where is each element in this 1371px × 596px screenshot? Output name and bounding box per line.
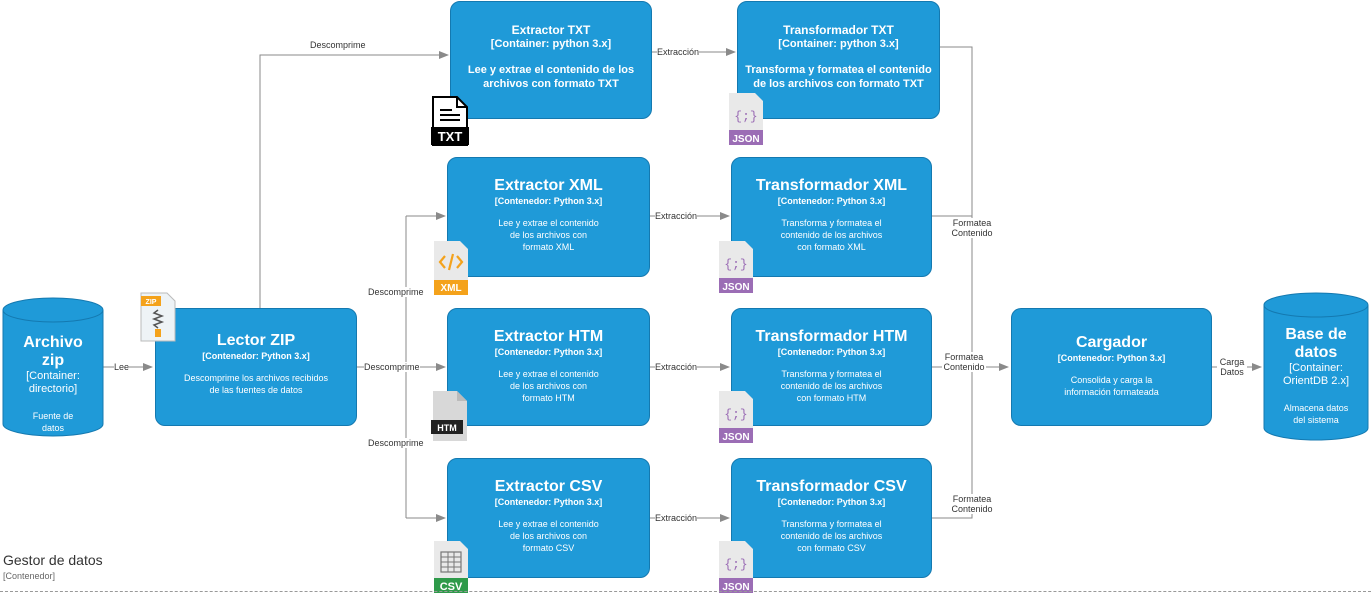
source-title: Archivo zip bbox=[23, 334, 83, 369]
label-extraccion-csv: Extracción bbox=[655, 513, 698, 523]
xml-icon-label: XML bbox=[440, 283, 461, 294]
transformador-csv-type: [Contenedor: Python 3.x] bbox=[777, 497, 886, 507]
label-carga-datos: Carga Datos bbox=[1217, 357, 1247, 377]
xml-file-icon: XML bbox=[434, 241, 468, 295]
label-formatea-csv: Formatea Contenido bbox=[950, 494, 994, 514]
label-descomprime-txt: Descomprime bbox=[310, 40, 366, 50]
lector-type: [Contenedor: Python 3.x] bbox=[202, 351, 310, 361]
extractor-csv-title: Extractor CSV bbox=[494, 478, 603, 495]
extractor-csv-container: Extractor CSV [Contenedor: Python 3.x] L… bbox=[447, 458, 650, 578]
svg-text:{;}: {;} bbox=[734, 109, 757, 124]
json-csv-label: JSON bbox=[722, 582, 749, 593]
boundary-type: [Contenedor] bbox=[3, 571, 56, 581]
source-cylinder-shape bbox=[2, 297, 104, 437]
extractor-csv-type: [Contenedor: Python 3.x] bbox=[494, 497, 603, 507]
source-datastore: Archivo zip [Container: directorio] Fuen… bbox=[3, 318, 103, 438]
transformador-csv-title: Transformador CSV bbox=[756, 478, 907, 495]
extractor-htm-container: Extractor HTM [Contenedor: Python 3.x] L… bbox=[447, 308, 650, 426]
htm-file-icon: HTM bbox=[431, 391, 467, 441]
extractor-xml-title: Extractor XML bbox=[494, 177, 603, 194]
transformador-xml-container: Transformador XML [Contenedor: Python 3.… bbox=[731, 157, 932, 277]
database-desc: Almacena datos del sistema bbox=[1283, 403, 1349, 425]
label-extraccion-htm: Extracción bbox=[655, 362, 698, 372]
csv-icon-label: CSV bbox=[440, 581, 463, 593]
boundary-dashed-line bbox=[0, 591, 1371, 592]
json-txt-icon: {;} JSON bbox=[729, 93, 763, 145]
extractor-xml-container: Extractor XML [Contenedor: Python 3.x] L… bbox=[447, 157, 650, 277]
svg-text:{;}: {;} bbox=[724, 257, 747, 272]
extractor-htm-title: Extractor HTM bbox=[493, 328, 604, 345]
svg-text:{;}: {;} bbox=[724, 557, 747, 572]
lector-desc: Descomprime los archivos recibidos de la… bbox=[183, 373, 329, 395]
label-formatea-xml: Formatea Contenido bbox=[950, 218, 994, 238]
transformador-txt-container: Transformador TXT [Container: python 3.x… bbox=[737, 1, 940, 119]
edge-csv-merge bbox=[932, 367, 973, 519]
label-extraccion-txt: Extracción bbox=[657, 47, 700, 57]
cargador-container: Cargador [Contenedor: Python 3.x] Consol… bbox=[1011, 308, 1212, 426]
label-lee: Lee bbox=[114, 362, 130, 372]
extractor-htm-type: [Contenedor: Python 3.x] bbox=[494, 347, 603, 357]
svg-text:{;}: {;} bbox=[724, 407, 747, 422]
database-type: [Container: OrientDB 2.x] bbox=[1282, 362, 1350, 387]
json-xml-icon: {;} JSON bbox=[719, 241, 753, 293]
label-formatea-htm: Formatea Contenido bbox=[942, 352, 986, 372]
transformador-htm-desc: Transforma y formatea el contenido de lo… bbox=[780, 369, 883, 403]
htm-icon-label: HTM bbox=[437, 423, 457, 433]
json-htm-label: JSON bbox=[722, 432, 749, 443]
json-xml-label: JSON bbox=[722, 282, 749, 293]
transformador-csv-desc: Transforma y formatea el contenido de lo… bbox=[780, 519, 883, 553]
transformador-txt-desc: Transforma y formatea el contenido de lo… bbox=[745, 64, 932, 90]
transformador-csv-container: Transformador CSV [Contenedor: Python 3.… bbox=[731, 458, 932, 578]
transformador-xml-desc: Transforma y formatea el contenido de lo… bbox=[780, 218, 883, 252]
edge-lector-txt bbox=[259, 51, 449, 308]
transformador-txt-type: [Container: python 3.x] bbox=[778, 38, 899, 50]
extractor-txt-type: [Container: python 3.x] bbox=[490, 38, 612, 50]
label-extraccion-xml: Extracción bbox=[655, 211, 698, 221]
database-title: Base de datos bbox=[1285, 326, 1347, 361]
extractor-htm-desc: Lee y extrae el contenido de los archivo… bbox=[498, 369, 599, 403]
zip-file-icon: ZIP bbox=[140, 292, 176, 342]
transformador-xml-type: [Contenedor: Python 3.x] bbox=[777, 196, 886, 206]
extractor-csv-desc: Lee y extrae el contenido de los archivo… bbox=[498, 519, 599, 553]
json-txt-label: JSON bbox=[732, 134, 759, 145]
lector-zip-container: Lector ZIP [Contenedor: Python 3.x] Desc… bbox=[155, 308, 357, 426]
zip-icon-label: ZIP bbox=[146, 299, 157, 306]
source-type: [Container: directorio] bbox=[26, 370, 80, 395]
extractor-txt-container: Extractor TXT [Container: python 3.x] Le… bbox=[450, 1, 652, 119]
extractor-xml-desc: Lee y extrae el contenido de los archivo… bbox=[498, 218, 599, 252]
label-descomprime-htm: Descomprime bbox=[364, 362, 420, 372]
transformador-xml-title: Transformador XML bbox=[755, 177, 908, 194]
edge-txt-merge bbox=[940, 46, 973, 367]
extractor-xml-type: [Contenedor: Python 3.x] bbox=[494, 196, 603, 206]
txt-file-icon: TXT bbox=[431, 96, 469, 146]
transformador-htm-container: Transformador HTM [Contenedor: Python 3.… bbox=[731, 308, 932, 426]
transformador-txt-title: Transformador TXT bbox=[783, 23, 894, 37]
cargador-desc: Consolida y carga la información formate… bbox=[1064, 375, 1159, 397]
database-cylinder-shape bbox=[1263, 292, 1369, 441]
boundary-title: Gestor de datos bbox=[3, 552, 103, 568]
label-descomprime-xml: Descomprime bbox=[368, 287, 424, 297]
json-csv-icon: {;} JSON bbox=[719, 541, 753, 593]
extractor-txt-desc: Lee y extrae el contenido de los archivo… bbox=[467, 64, 635, 90]
lector-title: Lector ZIP bbox=[216, 332, 296, 349]
database-datastore: Base de datos [Container: OrientDB 2.x] … bbox=[1264, 314, 1368, 434]
source-desc: Fuente de datos bbox=[32, 411, 74, 433]
transformador-htm-type: [Contenedor: Python 3.x] bbox=[777, 347, 886, 357]
txt-icon-label: TXT bbox=[438, 129, 463, 144]
extractor-txt-title: Extractor TXT bbox=[511, 23, 591, 37]
cargador-type: [Contenedor: Python 3.x] bbox=[1057, 353, 1166, 363]
csv-file-icon: CSV bbox=[434, 541, 468, 593]
json-htm-icon: {;} JSON bbox=[719, 391, 753, 443]
label-descomprime-csv: Descomprime bbox=[368, 438, 424, 448]
transformador-htm-title: Transformador HTM bbox=[755, 328, 908, 345]
cargador-title: Cargador bbox=[1075, 334, 1148, 351]
